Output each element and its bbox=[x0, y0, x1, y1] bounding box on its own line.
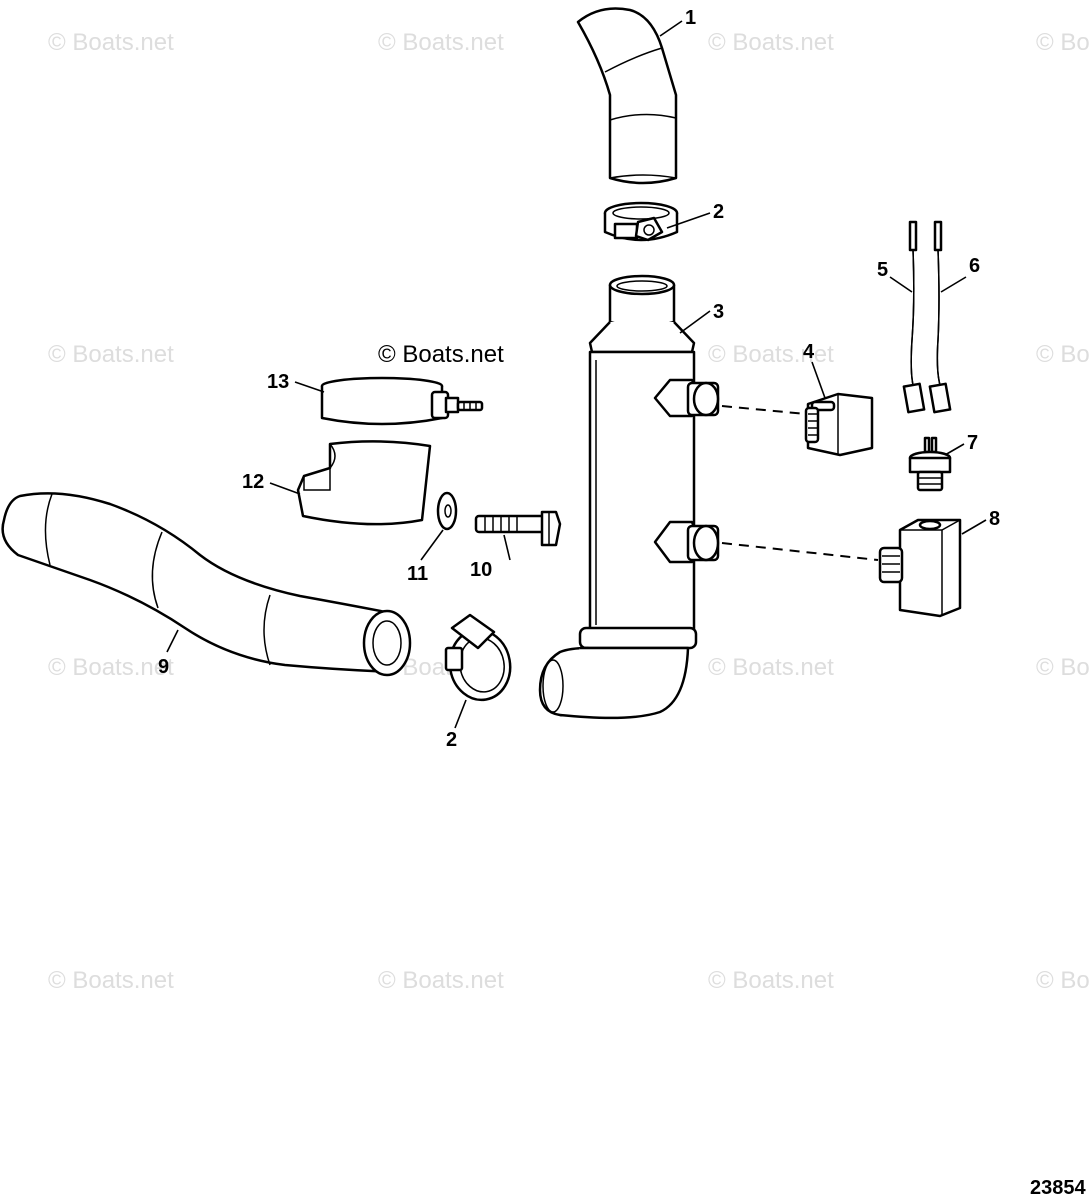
part-2-hose-clamp-upper bbox=[603, 201, 679, 242]
callout-4: 4 bbox=[803, 341, 815, 363]
watermark: © Boats.net bbox=[708, 967, 834, 994]
callout-10: 10 bbox=[470, 559, 492, 581]
assembly-line-lower bbox=[721, 542, 879, 561]
watermark: © Boats.net bbox=[708, 29, 834, 56]
callout-1: 1 bbox=[685, 7, 696, 29]
watermark: © Boats.net bbox=[1036, 967, 1090, 994]
callout-2: 2 bbox=[713, 201, 724, 223]
callout-3: 3 bbox=[713, 301, 724, 323]
part-2-hose-clamp-lower bbox=[444, 613, 512, 702]
watermark-group: © Boats.net © Boats.net © Boats.net © Bo… bbox=[48, 29, 1090, 994]
part-7-sender bbox=[908, 436, 952, 492]
part-11-washer bbox=[436, 491, 458, 531]
part-4-elbow-fitting bbox=[804, 392, 874, 457]
callout-2-lower: 2 bbox=[446, 729, 457, 751]
watermark: © Boats.net bbox=[378, 341, 504, 368]
watermark: © Boats.net bbox=[48, 341, 174, 368]
part-8-tee-fitting bbox=[878, 518, 962, 618]
part-1-elbow-hose bbox=[576, 7, 678, 185]
part-5-wire-lead bbox=[902, 220, 926, 414]
part-12-bracket bbox=[296, 440, 432, 526]
part-6-wire-lead bbox=[928, 220, 952, 414]
callout-8: 8 bbox=[989, 508, 1000, 530]
watermark: © Boats.net bbox=[378, 967, 504, 994]
watermark: © Boats.net bbox=[708, 341, 834, 368]
watermark: © Boats.net bbox=[378, 29, 504, 56]
callout-11: 11 bbox=[407, 563, 428, 585]
watermark: © Boats.net bbox=[1036, 341, 1090, 368]
callout-13: 13 bbox=[267, 371, 289, 393]
watermark: © Boats.net bbox=[1036, 29, 1090, 56]
callout-6: 6 bbox=[969, 255, 980, 277]
watermark: © Boats.net bbox=[48, 29, 174, 56]
callout-9: 9 bbox=[158, 656, 169, 678]
callout-5: 5 bbox=[877, 259, 888, 281]
leader-lines bbox=[166, 20, 987, 729]
watermark: © Boats.net bbox=[48, 654, 174, 681]
callout-7: 7 bbox=[967, 432, 978, 454]
watermark: © Boats.net bbox=[708, 654, 834, 681]
part-9-hose bbox=[1, 492, 412, 677]
part-3-cooler-body bbox=[538, 274, 720, 720]
figure-number: 23854 bbox=[1030, 1177, 1086, 1199]
watermark: © Boats.net bbox=[1036, 654, 1090, 681]
callout-12: 12 bbox=[242, 471, 264, 493]
part-10-bolt bbox=[474, 510, 562, 547]
part-13-strap-clamp bbox=[320, 376, 484, 426]
assembly-line-upper bbox=[721, 405, 807, 415]
watermark: © Boats.net bbox=[48, 967, 174, 994]
callout-labels: 1 2 3 4 5 6 7 8 9 10 11 12 13 2 bbox=[158, 7, 1000, 751]
